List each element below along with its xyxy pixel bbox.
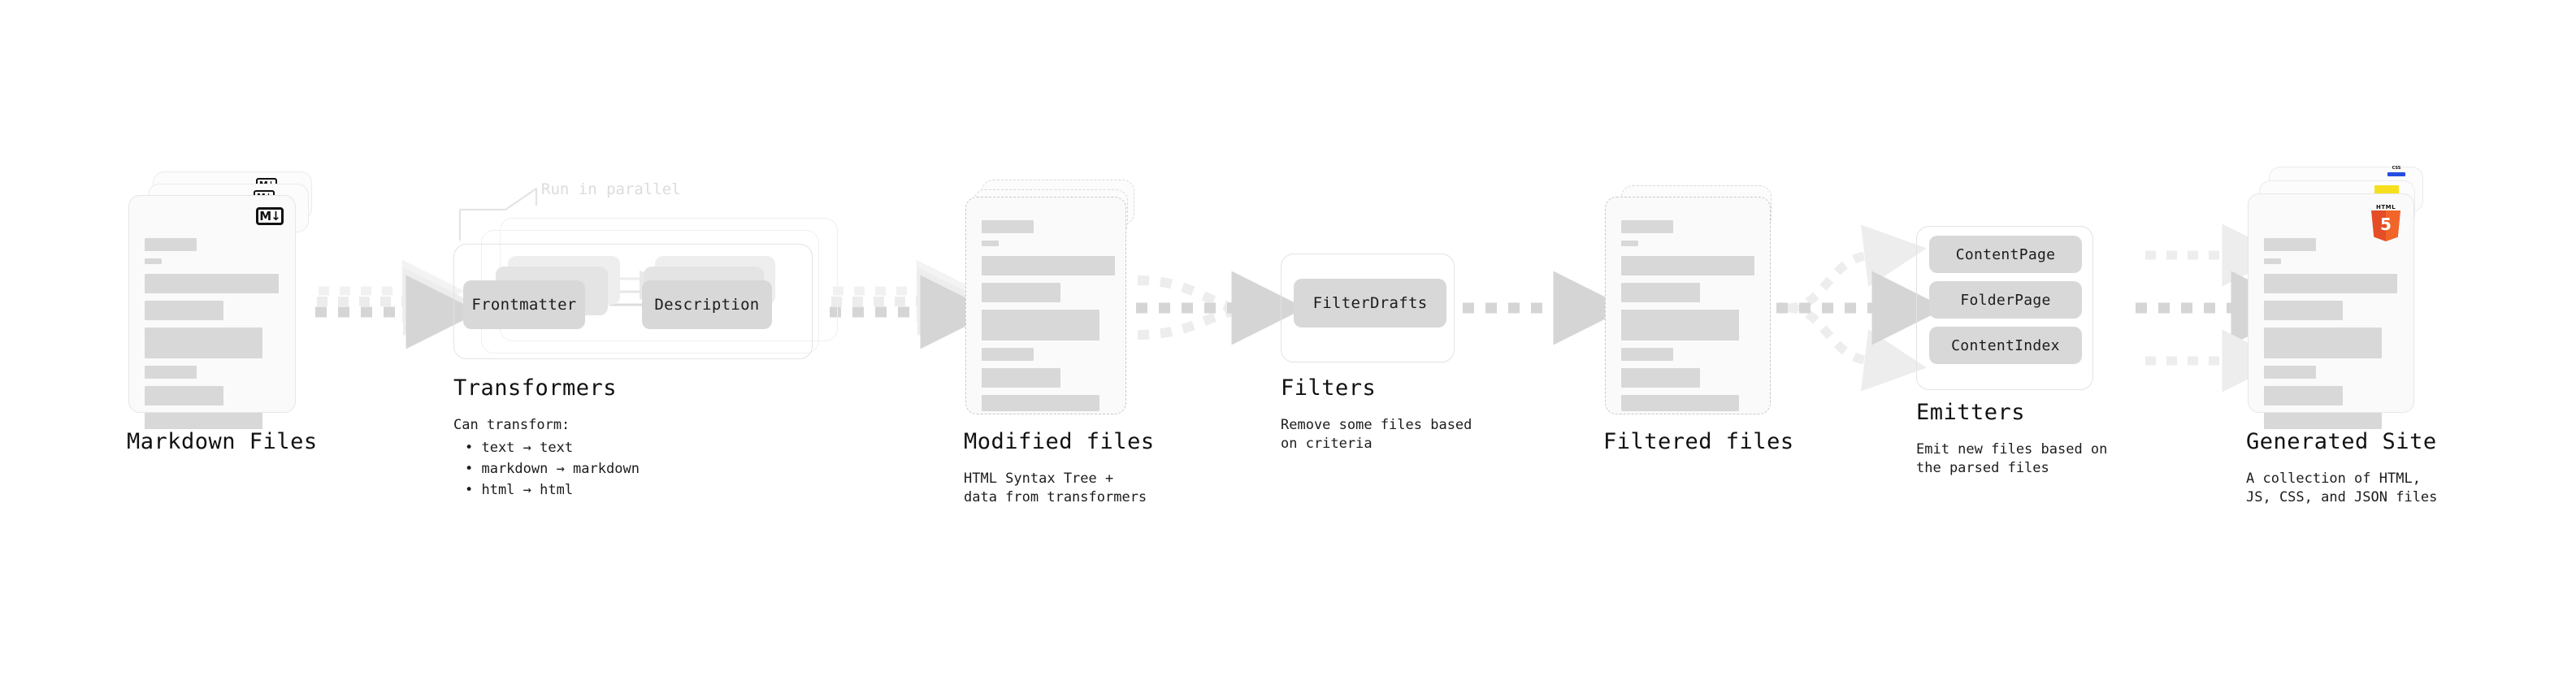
chip-filterdrafts[interactable]: FilterDrafts (1294, 279, 1446, 327)
arrow-transformers-to-modified (830, 259, 995, 349)
doc-line (982, 348, 1034, 361)
doc-line (982, 310, 1099, 340)
stage-subtitle-filters: Remove some files based on criteria (1281, 417, 1472, 452)
html5-icon: HTML 5 (2370, 204, 2402, 241)
doc-line (1621, 395, 1739, 411)
doc-line (2264, 413, 2382, 429)
doc-line (145, 327, 262, 358)
filters-panel (1281, 254, 1455, 362)
doc-line (982, 395, 1099, 411)
doc-line (145, 386, 223, 406)
transformers-bullet-1: • markdown → markdown (465, 461, 640, 477)
doc-line (2264, 258, 2281, 264)
doc-line (1621, 310, 1739, 340)
transformers-bullet-2: • html → html (465, 482, 574, 498)
doc-line (1621, 283, 1700, 302)
run-in-parallel-label: Run in parallel (541, 180, 681, 198)
generated-site-document-card: HTML 5 (2248, 193, 2414, 429)
stage-title-emitters: Emitters (1916, 400, 2026, 425)
doc-line (2264, 238, 2316, 251)
doc-line (982, 283, 1060, 302)
stage-title-modified-files: Modified files (964, 429, 1155, 454)
doc-content-lines (982, 220, 1118, 419)
stage-subtitle-transformers: Can transform: (453, 417, 570, 433)
doc-content-lines (145, 238, 281, 436)
stage-title-markdown-files: Markdown Files (127, 429, 318, 454)
stage-title-transformers: Transformers (453, 375, 618, 401)
transformer-panel-front (453, 244, 813, 359)
stage-title-generated-site: Generated Site (2246, 429, 2437, 454)
css-badge: CSS (2387, 166, 2405, 176)
html5-icon-digit: 5 (2380, 214, 2392, 234)
transformers-bullet-0: • text → text (465, 440, 574, 456)
doc-line (1621, 368, 1700, 388)
stage-subtitle-generated-site: A collection of HTML, JS, CSS, and JSON … (2246, 471, 2438, 505)
chip-description[interactable]: Description (642, 280, 772, 329)
css-badge-label: CSS (2392, 166, 2401, 171)
stage-subtitle-emitters: Emit new files based on the parsed files (1916, 441, 2108, 476)
arrow-modified-to-filters (1136, 271, 1306, 345)
doc-content-lines (1621, 220, 1758, 419)
doc-line (1621, 348, 1673, 361)
arrow-md-to-transformers (315, 259, 480, 349)
doc-line (145, 238, 197, 251)
html5-icon-wordmark: HTML (2375, 204, 2396, 210)
chip-frontmatter[interactable]: Frontmatter (463, 280, 585, 329)
doc-line (2264, 274, 2397, 293)
doc-line (2264, 301, 2343, 320)
doc-line (982, 256, 1115, 275)
doc-line (1621, 220, 1673, 233)
arrow-emitters-to-site (2136, 223, 2305, 393)
emitters-panel (1916, 226, 2093, 390)
doc-line (982, 220, 1034, 233)
markdown-document-card: M↓ (128, 195, 296, 429)
stage-subtitle-modified-files: HTML Syntax Tree + data from transformer… (964, 471, 1147, 505)
doc-line (145, 274, 279, 293)
stage-title-filters: Filters (1281, 375, 1377, 401)
chip-contentindex[interactable]: ContentIndex (1929, 327, 2082, 364)
doc-line (2264, 327, 2382, 358)
doc-line (2264, 366, 2316, 379)
doc-line (2264, 386, 2343, 406)
filtered-document-card (1605, 197, 1771, 414)
html5-shield: 5 (2371, 210, 2400, 241)
arrow-filtered-to-emitters (1776, 224, 1946, 392)
doc-line (145, 366, 197, 379)
modified-document-card (965, 197, 1126, 414)
doc-line (982, 368, 1060, 388)
doc-line (1621, 256, 1754, 275)
doc-line (145, 413, 262, 429)
markdown-icon: M↓ (256, 207, 284, 225)
chip-contentpage[interactable]: ContentPage (1929, 236, 2082, 273)
doc-line (982, 241, 999, 246)
doc-line (145, 258, 162, 264)
doc-line (145, 301, 223, 320)
doc-line (1621, 241, 1638, 246)
chip-folderpage[interactable]: FolderPage (1929, 281, 2082, 319)
doc-content-lines (2264, 238, 2400, 436)
stage-title-filtered-files: Filtered files (1603, 429, 1794, 454)
